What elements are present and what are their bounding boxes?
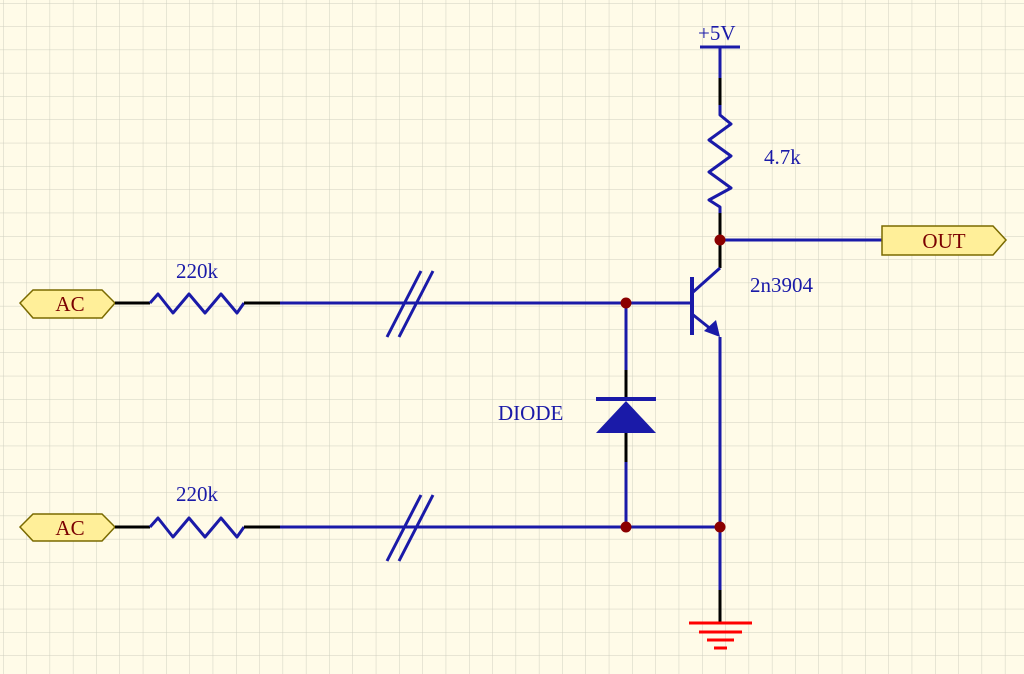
pullup-resistor-label: 4.7k <box>764 145 801 169</box>
input-port-top-label: AC <box>55 292 84 316</box>
input-resistor-bottom-label: 220k <box>176 482 219 506</box>
input-resistor-bottom[interactable] <box>148 516 246 539</box>
input-port-bottom-label: AC <box>55 516 84 540</box>
junction-dot-diode-bottom <box>620 521 632 533</box>
input-resistor-top-label: 220k <box>176 259 219 283</box>
input-resistor-top[interactable] <box>148 292 246 315</box>
junction-dot-emitter <box>714 521 726 533</box>
wire-break-top <box>385 270 435 338</box>
supply-label: +5V <box>698 21 736 45</box>
wire-break-bottom <box>385 494 435 562</box>
junction-dot-collector <box>714 234 726 246</box>
diode-label: DIODE <box>498 401 563 425</box>
ground-symbol[interactable] <box>689 621 752 650</box>
transistor-2n3904[interactable] <box>665 240 722 360</box>
diode[interactable] <box>596 303 656 527</box>
supply-symbol[interactable] <box>700 45 740 105</box>
output-port[interactable]: OUT <box>881 225 1008 256</box>
input-port-top[interactable]: AC <box>18 289 117 319</box>
input-port-bottom[interactable]: AC <box>18 513 117 542</box>
junction-dot-base <box>620 297 632 309</box>
transistor-label: 2n3904 <box>750 273 814 297</box>
output-port-label: OUT <box>922 229 965 253</box>
